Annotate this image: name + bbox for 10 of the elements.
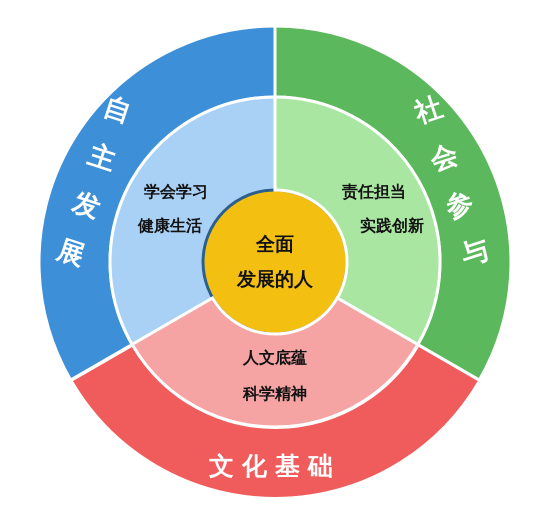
- segment-label: 健康生活: [138, 218, 202, 234]
- center-label: 发展的人: [237, 270, 313, 290]
- segment-label: 实践创新: [360, 218, 424, 234]
- segment-label: 科学精神: [242, 386, 307, 402]
- center-label: 全面: [256, 236, 294, 254]
- segment-label: 责任担当: [342, 184, 406, 200]
- segment-title: 文化基础: [208, 454, 341, 478]
- segment-label: 人文底蕴: [242, 350, 307, 366]
- segment-title: 自主发展: [52, 90, 136, 274]
- segment-label: 学会学习: [144, 184, 208, 200]
